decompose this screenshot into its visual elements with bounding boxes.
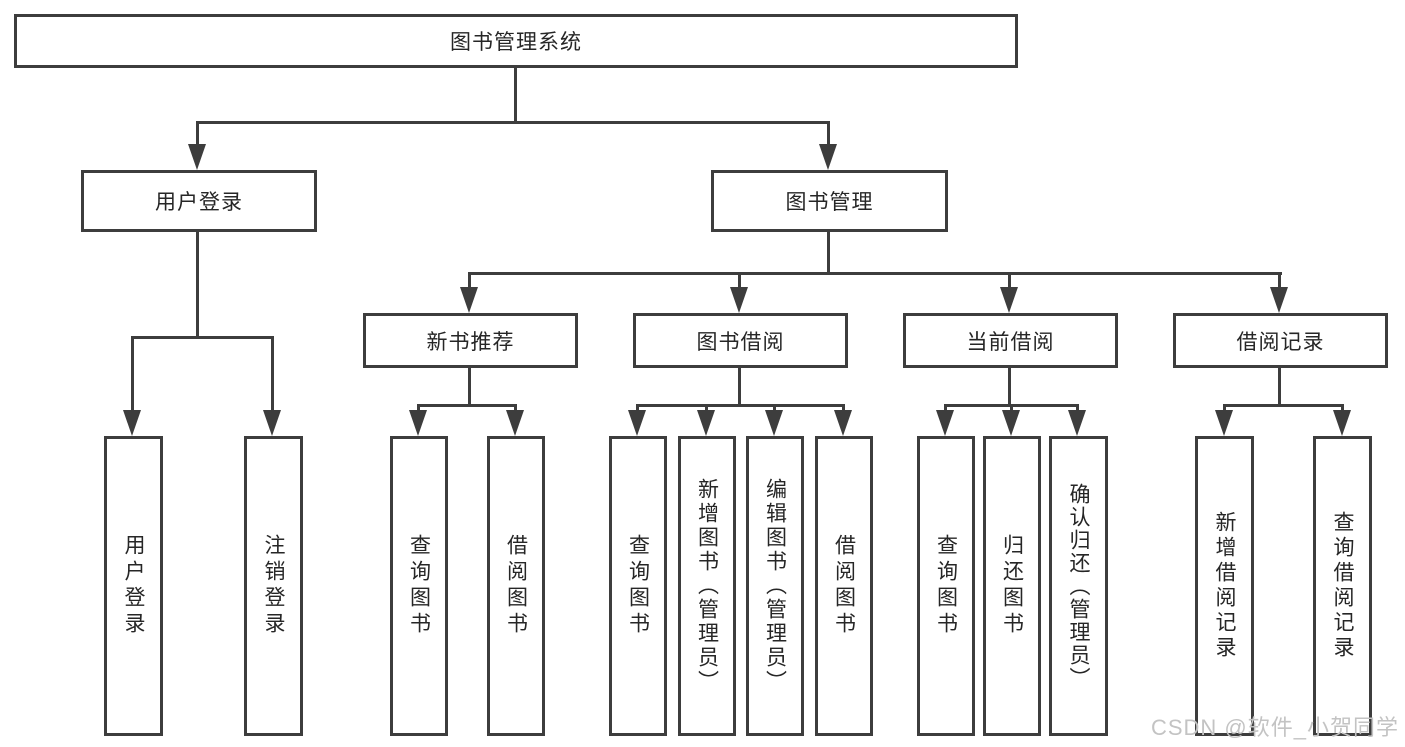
connector-arrow — [1270, 287, 1288, 313]
connector-line — [827, 124, 830, 146]
connector-line — [944, 404, 947, 411]
leaf-user-login: 用户登录 — [104, 436, 163, 736]
leaf-query-book-borrow: 查询图书 — [609, 436, 667, 736]
connector-line — [417, 404, 517, 407]
connector-line — [271, 339, 274, 411]
leaf-add-book-admin: 新增图书（管理员） — [678, 436, 736, 736]
leaf-edit-book-admin: 编辑图书（管理员） — [746, 436, 804, 736]
node-label: 新书推荐 — [426, 330, 515, 354]
connector-line — [738, 275, 741, 289]
connector-line — [417, 404, 420, 411]
connector-arrow — [409, 410, 427, 436]
leaf-query-borrow-record: 查询借阅记录 — [1313, 436, 1372, 736]
connector-line — [468, 272, 1282, 275]
node-label: 借阅记录 — [1236, 330, 1325, 354]
csdn-watermark: CSDN @软件_小贺同学 — [1150, 715, 1399, 740]
leaf-label: 查询图书 — [626, 534, 650, 638]
connector-line — [842, 404, 845, 411]
connector-line — [196, 124, 199, 146]
connector-arrow — [1333, 410, 1351, 436]
leaf-label: 借阅图书 — [832, 534, 856, 638]
connector-line — [468, 368, 471, 407]
leaf-label: 编辑图书（管理员） — [763, 478, 787, 694]
leaf-add-borrow-record: 新增借阅记录 — [1195, 436, 1254, 736]
connector-arrow — [697, 410, 715, 436]
connector-arrow — [188, 144, 206, 170]
node-label: 当前借阅 — [966, 330, 1055, 354]
leaf-label: 注销登录 — [262, 534, 286, 638]
connector-line — [1223, 404, 1226, 411]
connector-line — [636, 404, 639, 411]
connector-line — [827, 232, 830, 275]
connector-arrow — [1068, 410, 1086, 436]
leaf-label: 归还图书 — [1000, 534, 1024, 638]
node-current-borrow: 当前借阅 — [903, 313, 1118, 368]
connector-arrow — [834, 410, 852, 436]
node-book-borrow: 图书借阅 — [633, 313, 848, 368]
connector-arrow — [936, 410, 954, 436]
connector-line — [1008, 368, 1011, 407]
connector-line — [1008, 275, 1011, 289]
leaf-logout-login: 注销登录 — [244, 436, 303, 736]
leaf-return-book: 归还图书 — [983, 436, 1041, 736]
connector-line — [196, 232, 199, 339]
connector-line — [1010, 404, 1013, 411]
node-label: 图书借阅 — [696, 330, 785, 354]
leaf-label: 确认归还（管理员） — [1067, 482, 1091, 690]
connector-line — [738, 368, 741, 407]
connector-arrow — [460, 287, 478, 313]
leaf-borrow-book: 借阅图书 — [815, 436, 873, 736]
connector-line — [131, 339, 134, 411]
node-label: 图书管理 — [785, 191, 874, 214]
leaf-label: 查询借阅记录 — [1331, 511, 1355, 661]
connector-line — [196, 121, 830, 124]
connector-arrow — [765, 410, 783, 436]
leaf-label: 借阅图书 — [504, 534, 528, 638]
connector-arrow — [263, 410, 281, 436]
node-library-system: 图书管理系统 — [14, 14, 1018, 68]
connector-line — [773, 404, 776, 411]
connector-arrow — [730, 287, 748, 313]
connector-line — [1341, 404, 1344, 411]
connector-arrow — [1002, 410, 1020, 436]
leaf-label: 新增借阅记录 — [1213, 511, 1237, 661]
leaf-label: 查询图书 — [934, 534, 958, 638]
connector-line — [1278, 368, 1281, 407]
connector-line — [514, 404, 517, 411]
connector-arrow — [1215, 410, 1233, 436]
connector-arrow — [628, 410, 646, 436]
node-user-login: 用户登录 — [81, 170, 317, 232]
connector-line — [468, 275, 471, 289]
node-book-management: 图书管理 — [711, 170, 948, 232]
connector-arrow — [506, 410, 524, 436]
connector-arrow — [1000, 287, 1018, 313]
connector-line — [1223, 404, 1344, 407]
node-new-book-recommend: 新书推荐 — [363, 313, 578, 368]
connector-line — [705, 404, 708, 411]
connector-line — [514, 68, 517, 124]
connector-line — [636, 404, 845, 407]
leaf-query-book-recommend: 查询图书 — [390, 436, 448, 736]
connector-arrow — [819, 144, 837, 170]
connector-arrow — [123, 410, 141, 436]
leaf-label: 新增图书（管理员） — [695, 478, 719, 694]
connector-line — [131, 336, 274, 339]
node-borrow-record: 借阅记录 — [1173, 313, 1388, 368]
node-label: 图书管理系统 — [450, 31, 582, 54]
connector-line — [1076, 404, 1079, 411]
leaf-borrow-book-recommend: 借阅图书 — [487, 436, 545, 736]
leaf-label: 用户登录 — [122, 534, 146, 638]
leaf-query-book-current: 查询图书 — [917, 436, 975, 736]
node-label: 用户登录 — [155, 191, 243, 214]
connector-line — [1278, 275, 1281, 289]
leaf-label: 查询图书 — [407, 534, 431, 638]
leaf-confirm-return-admin: 确认归还（管理员） — [1049, 436, 1108, 736]
